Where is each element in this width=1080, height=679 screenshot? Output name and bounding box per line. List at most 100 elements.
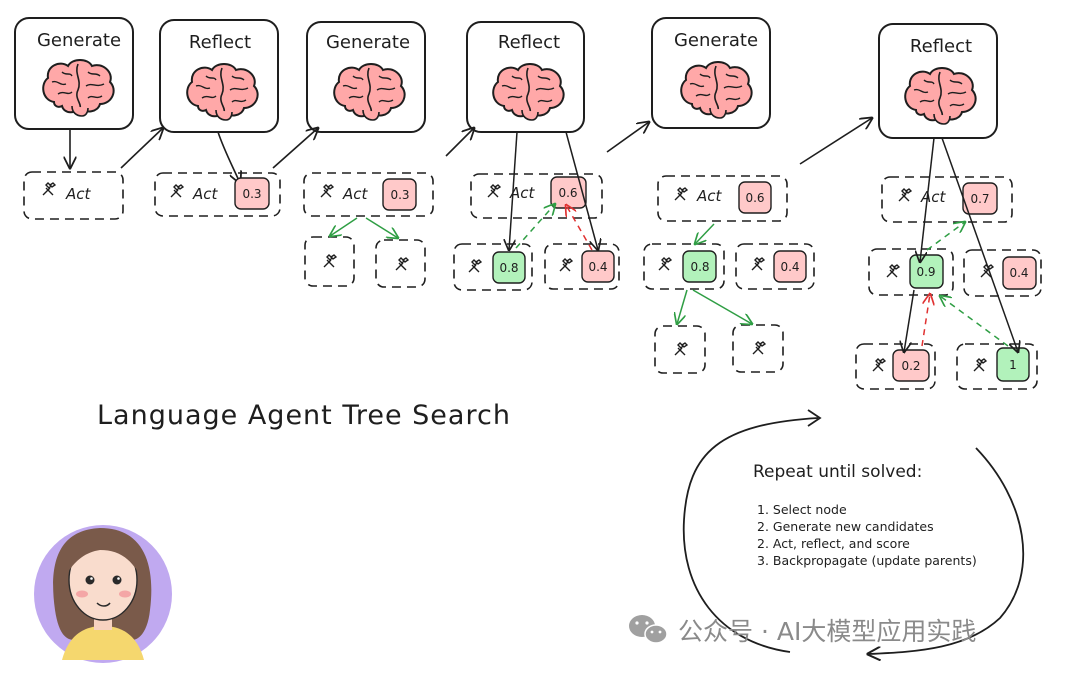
reflect-arrow bbox=[565, 131, 598, 250]
reflect-arrow bbox=[904, 289, 915, 352]
tool-icon bbox=[658, 257, 672, 271]
expand-arrow bbox=[365, 217, 398, 238]
score-badge bbox=[682, 250, 717, 283]
child-node-5a bbox=[643, 243, 725, 290]
diagram-title: Language Agent Tree Search bbox=[97, 400, 511, 431]
score-badge bbox=[773, 250, 807, 283]
child-node-4a bbox=[453, 243, 533, 291]
wechat-icon bbox=[629, 615, 668, 644]
expand-arrow bbox=[677, 289, 688, 324]
grandchild-node-5b bbox=[732, 324, 784, 373]
score-badge bbox=[492, 251, 526, 284]
stage-reflect-2-label: Reflect bbox=[498, 32, 560, 53]
loop-arrow-right bbox=[868, 447, 1025, 654]
stage-reflect-3-label: Reflect bbox=[910, 36, 972, 57]
child-node-3b bbox=[375, 239, 426, 288]
score-badge bbox=[1002, 256, 1037, 290]
act-node-1 bbox=[23, 171, 124, 220]
avatar bbox=[34, 525, 172, 663]
tool-icon bbox=[395, 257, 409, 271]
reflect-arrow bbox=[941, 137, 1018, 352]
stage-reflect-1-label: Reflect bbox=[189, 32, 251, 53]
act-node-2 bbox=[154, 172, 281, 217]
expand-arrow bbox=[695, 223, 715, 244]
act-label: Act bbox=[192, 185, 219, 203]
act-label: Act bbox=[920, 188, 947, 206]
tool-icon bbox=[487, 184, 501, 198]
backprop-arrow-good bbox=[926, 222, 965, 251]
notes-heading: Repeat until solved: bbox=[753, 462, 922, 482]
tool-icon bbox=[468, 259, 482, 273]
tool-icon bbox=[898, 188, 912, 202]
score-value: 0.4 bbox=[780, 260, 799, 274]
child-node-6b bbox=[963, 249, 1042, 297]
stage-generate-3-label: Generate bbox=[674, 30, 758, 51]
tool-icon bbox=[320, 184, 334, 198]
stage-generate-1: Generate bbox=[14, 17, 134, 130]
act-node-5 bbox=[657, 175, 788, 222]
notes-item: 3. Backpropagate (update parents) bbox=[757, 553, 977, 568]
score-value: 0.4 bbox=[588, 260, 607, 274]
tool-icon bbox=[752, 341, 766, 355]
stage-generate-3: Generate bbox=[651, 17, 771, 129]
score-value: 1 bbox=[1009, 358, 1017, 372]
arrow-to-generate-2 bbox=[272, 128, 318, 169]
backprop-arrow-bad bbox=[566, 205, 593, 251]
score-value: 0.9 bbox=[916, 265, 935, 279]
backprop-arrow-good bbox=[515, 204, 555, 249]
arrow-to-reflect-3 bbox=[799, 118, 872, 165]
arrow-act-to-reflect bbox=[120, 128, 163, 169]
act-node-6 bbox=[881, 176, 1013, 223]
backprop-arrow-bad bbox=[921, 294, 930, 347]
stage-generate-2: Generate bbox=[306, 21, 426, 133]
stage-reflect-2: Reflect bbox=[466, 21, 585, 133]
arrow-to-generate-3 bbox=[606, 122, 649, 153]
tool-icon bbox=[872, 358, 886, 372]
score-value: 0.6 bbox=[745, 191, 764, 205]
act-label: Act bbox=[65, 185, 92, 203]
stage-reflect-1: Reflect bbox=[159, 19, 279, 133]
act-node-3 bbox=[303, 172, 434, 217]
expand-arrow bbox=[692, 289, 752, 324]
notes-item: 2. Act, reflect, and score bbox=[757, 536, 910, 551]
grandchild-node-6b bbox=[956, 343, 1038, 390]
expand-arrow bbox=[330, 217, 358, 236]
score-badge bbox=[234, 177, 270, 210]
act-label: Act bbox=[509, 184, 536, 202]
score-badge bbox=[738, 181, 772, 214]
tool-icon bbox=[886, 264, 900, 278]
score-value: 0.8 bbox=[499, 261, 518, 275]
child-node-4b bbox=[544, 243, 620, 290]
backprop-arrow-good bbox=[940, 296, 1009, 347]
grandchild-node-6a bbox=[855, 343, 936, 390]
watermark: 公众号 · AI大模型应用实践 bbox=[629, 615, 976, 646]
notes-item: 2. Generate new candidates bbox=[757, 519, 934, 534]
score-value: 0.3 bbox=[242, 187, 261, 201]
loop-arrow-head bbox=[807, 409, 822, 427]
notes-panel: Repeat until solved: 1. Select node 2. G… bbox=[753, 462, 977, 568]
score-value: 0.7 bbox=[970, 192, 989, 206]
act-label: Act bbox=[342, 185, 369, 203]
score-value: 0.4 bbox=[1009, 266, 1028, 280]
notes-item: 1. Select node bbox=[757, 502, 847, 517]
tool-icon bbox=[973, 358, 987, 372]
tool-icon bbox=[42, 182, 56, 196]
child-node-6a bbox=[868, 248, 954, 296]
tool-icon bbox=[674, 187, 688, 201]
stage-generate-1-label: Generate bbox=[37, 30, 121, 51]
child-node-5b bbox=[735, 243, 815, 290]
score-value: 0.2 bbox=[901, 359, 920, 373]
reflect-arrow bbox=[509, 131, 518, 250]
arrow-to-reflect-2 bbox=[445, 128, 474, 157]
score-value: 0.3 bbox=[390, 188, 409, 202]
tool-icon bbox=[674, 342, 688, 356]
stage-generate-2-label: Generate bbox=[326, 32, 410, 53]
score-value: 0.6 bbox=[558, 186, 577, 200]
score-value: 0.8 bbox=[690, 260, 709, 274]
score-badge bbox=[382, 178, 417, 211]
tool-icon bbox=[751, 257, 765, 271]
tool-icon bbox=[323, 254, 337, 268]
tool-icon bbox=[170, 184, 184, 198]
tool-icon bbox=[559, 258, 573, 272]
